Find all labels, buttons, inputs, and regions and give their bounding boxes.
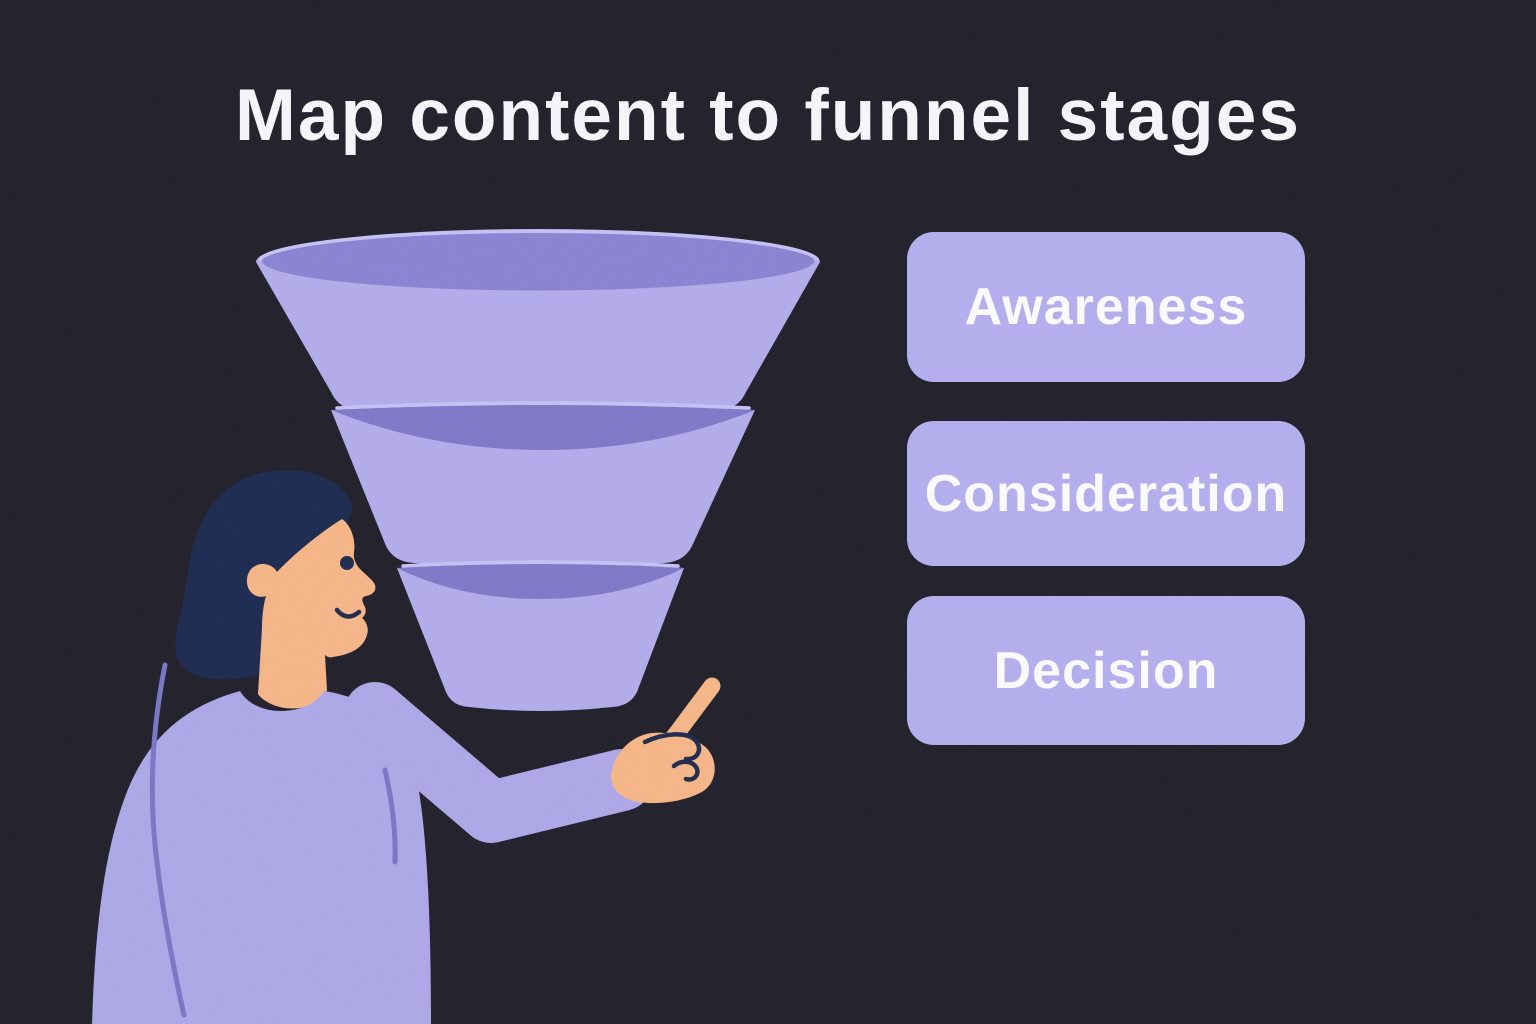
stage-box-awareness: Awareness: [907, 232, 1305, 382]
person-eye: [340, 556, 354, 570]
person-hand-pointing: [610, 677, 721, 804]
stage-label-decision: Decision: [993, 641, 1219, 700]
stage-label-awareness: Awareness: [964, 278, 1248, 336]
funnel-tier-middle: [331, 401, 755, 568]
funnel-tier-top: [256, 229, 820, 418]
funnel-tier-bottom: [397, 560, 684, 711]
stage-box-decision: Decision: [907, 596, 1305, 745]
stage-box-consideration: Consideration: [907, 421, 1305, 566]
stage-label-consideration: Consideration: [924, 464, 1288, 523]
